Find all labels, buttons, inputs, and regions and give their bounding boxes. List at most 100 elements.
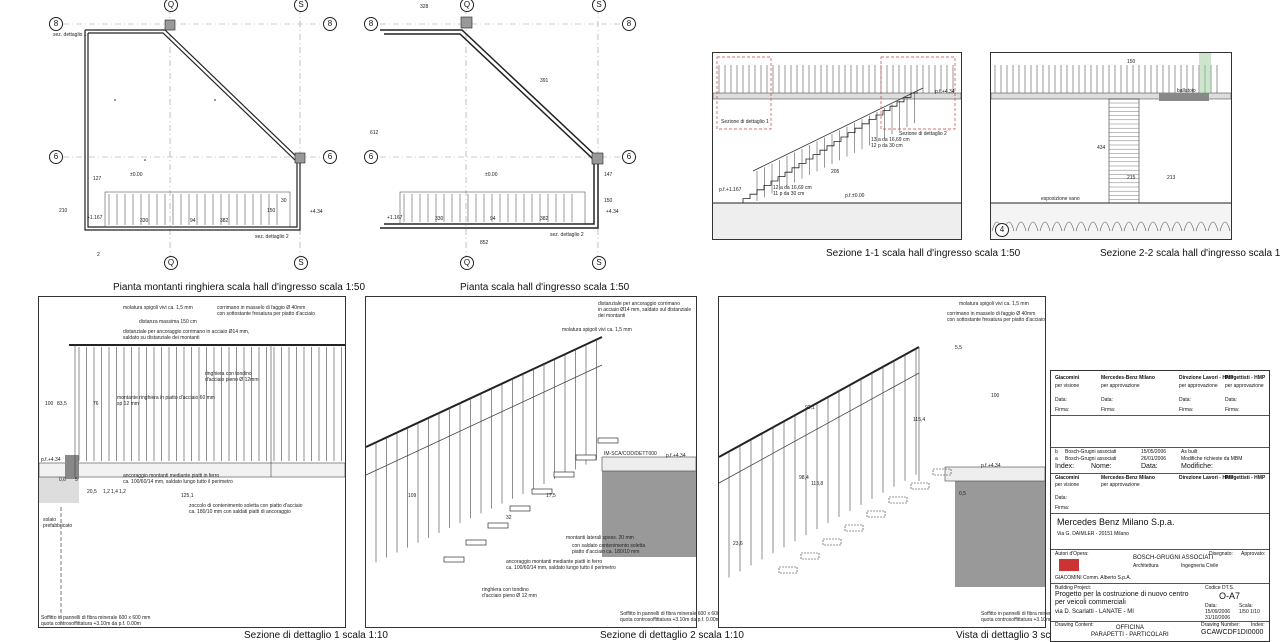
axis-q-bottom: Q bbox=[164, 256, 178, 270]
caption-detail-1: Sezione di dettaglio 1 scala 1:10 bbox=[244, 630, 388, 641]
tb-scale-lbl: Scala: bbox=[1239, 603, 1253, 609]
axis-q-top: Q bbox=[460, 0, 474, 12]
label-elev0: ±0.00 bbox=[130, 172, 143, 178]
dim-5-5: 5,5 bbox=[955, 345, 962, 351]
tb-number-lbl: Drawing Number: bbox=[1201, 622, 1240, 628]
tb-number: GCAWCDF1DI0000 bbox=[1201, 629, 1264, 636]
tb2-h-giacomini: Giacomini bbox=[1055, 475, 1080, 481]
dim-1-4: 1,4 bbox=[111, 489, 118, 495]
label-steps-4: 11 p da 30 cm bbox=[773, 191, 805, 197]
detail-view-3: molatura spigoli vivi ca. 1,5 mm corrima… bbox=[718, 296, 1090, 628]
axis-q-bottom: Q bbox=[460, 256, 474, 270]
detail-2-drawing bbox=[365, 336, 697, 563]
detail-section-2: distanziale per ancoraggio corrimano in … bbox=[365, 296, 729, 628]
axis-6-right: 6 bbox=[622, 150, 636, 164]
tb-per-approvazione-3: per approvazione bbox=[1225, 383, 1264, 389]
note-contenimento: con saldato contenimento soletta piatto … bbox=[572, 543, 646, 555]
stair-tread bbox=[910, 482, 930, 490]
tb-h-giacomini: Giacomini bbox=[1055, 375, 1080, 381]
label-esposizione: esposizione vano bbox=[1041, 196, 1080, 202]
tb-date1: 15/09/2006 bbox=[1205, 609, 1231, 615]
tb-firma-4: Firma: bbox=[1225, 407, 1240, 413]
tb-rev-b: b bbox=[1055, 449, 1058, 455]
label-elev0: ±0.00 bbox=[485, 172, 498, 178]
note-montante: montante ringhiera in piatto d'acciaio 6… bbox=[117, 395, 215, 407]
plan-b-drawing bbox=[380, 8, 640, 262]
facade-arch bbox=[1015, 221, 1027, 232]
dim-150: 150 bbox=[1127, 59, 1136, 65]
axis-8-right: 8 bbox=[323, 17, 337, 31]
label-elev-b: +4.34 bbox=[310, 209, 323, 215]
tb-rev-a: a bbox=[1055, 456, 1058, 462]
section-1-drawing bbox=[712, 56, 962, 239]
label-steps-1: 13 a da 16,69 cm bbox=[871, 137, 910, 143]
tb-h-mercedes: Mercedes-Benz Milano bbox=[1101, 375, 1155, 381]
tb2-data: Data: bbox=[1055, 495, 1067, 501]
tb-project-lbl: Building Project: bbox=[1055, 585, 1092, 591]
dim-434: 434 bbox=[1097, 145, 1106, 151]
dim-0-5: 0,5 bbox=[959, 491, 966, 497]
note-distanziale: distanziale per ancoraggio corrimano in … bbox=[598, 301, 692, 319]
title-block: Giacomini Mercedes-Benz Milano Direzione… bbox=[1050, 370, 1270, 642]
stair-tread bbox=[888, 496, 908, 504]
dim-94: 94 bbox=[490, 216, 496, 222]
tb2-per-visione: per visione bbox=[1055, 482, 1080, 488]
note-zoccolo: zoccolo di contenimento soletta con piat… bbox=[189, 503, 303, 515]
tb-h-progettisti: Progettisti - HMP bbox=[1225, 375, 1266, 381]
tb2-firma: Firma: bbox=[1055, 505, 1070, 511]
section-1-1: Sezione di dettaglio 1 Sezione di dettag… bbox=[712, 52, 962, 240]
tb-code-lbl: Codice DT.S. bbox=[1205, 585, 1235, 591]
dim-2: 2 bbox=[97, 252, 100, 258]
dim-210: 210 bbox=[59, 208, 68, 214]
tb-firma-2: Firma: bbox=[1101, 407, 1116, 413]
note-montanti: montanti laterali spess. 20 mm bbox=[566, 535, 634, 541]
tb-disegnato: Disegnato: bbox=[1209, 551, 1233, 557]
dim-98-4: 98,4 bbox=[799, 475, 809, 481]
label-steps-3: 12 a da 16,69 cm bbox=[773, 185, 812, 191]
caption-detail-3: Vista di dettaglio 3 scala 1:10 bbox=[956, 630, 1086, 641]
tb-index-lbl: Index: bbox=[1251, 622, 1265, 628]
tb-per-visione: per visione bbox=[1055, 383, 1080, 389]
note-molatura: molatura spigoli vivi ca. 1,5 mm bbox=[123, 305, 193, 311]
dim-213: 213 bbox=[1167, 175, 1176, 181]
stair-tread bbox=[465, 539, 487, 546]
facade-arch bbox=[1123, 221, 1135, 232]
dim-100: 100 bbox=[991, 393, 1000, 399]
tb2-h-progettisti: Progettisti - HMP bbox=[1225, 475, 1266, 481]
facade-arch bbox=[1183, 221, 1195, 232]
section-2-2: 150 434 ballatoio esposizione vano 215 2… bbox=[990, 52, 1232, 240]
dim-612: 612 bbox=[370, 130, 379, 136]
label-elev-a: +1.167 bbox=[87, 215, 103, 221]
dim-328: 328 bbox=[420, 4, 429, 10]
stair-tread bbox=[822, 538, 842, 546]
dim-150: 150 bbox=[604, 198, 613, 204]
label-sez-det2: Sezione di dettaglio 2 bbox=[899, 131, 947, 137]
stair-tread bbox=[487, 522, 509, 529]
dim-5: 5 bbox=[75, 477, 78, 483]
plan-view-stair: Q S 8 6 8 6 Q S 328 391 612 852 ±0.00 +1… bbox=[360, 0, 660, 293]
dim-150: 150 bbox=[267, 208, 276, 214]
note-ringhiera: ringhiera con tondino d'acciaio pieno Ø … bbox=[482, 587, 537, 599]
label-sez-det1: Sezione di dettaglio 1 bbox=[721, 119, 769, 125]
label-sez1: sez. dettaglio 1 bbox=[53, 32, 87, 38]
tb-data-1: Data: bbox=[1055, 397, 1067, 403]
facade-arch bbox=[1135, 221, 1147, 232]
axis-s-bottom: S bbox=[294, 256, 308, 270]
facade-arch bbox=[1171, 221, 1183, 232]
label-elev-a: +1.167 bbox=[387, 215, 403, 221]
caption-section-1: Sezione 1-1 scala hall d'ingresso scala … bbox=[826, 248, 1021, 259]
tb-col-data: Data: bbox=[1141, 463, 1158, 470]
note-ancoraggio: ancoraggio montanti mediante piatti in f… bbox=[123, 473, 233, 485]
label-elev-b: p.f.+4.34 bbox=[935, 89, 955, 95]
note-distanza: distanza massima 150 cm bbox=[139, 319, 197, 325]
plan-view-railing-posts: Q S 8 6 8 6 Q S sez. dettaglio 1 sez. de… bbox=[45, 0, 365, 293]
tb-data-2: Data: bbox=[1101, 397, 1113, 403]
caption-section-2: Sezione 2-2 scala hall d'ingresso scala … bbox=[1100, 248, 1280, 259]
tb-rev-b-date: 15/05/2006 bbox=[1141, 449, 1167, 455]
tb-per-approvazione-2: per approvazione bbox=[1179, 383, 1218, 389]
facade-arch bbox=[1087, 221, 1099, 232]
facade-arch bbox=[1159, 221, 1171, 232]
note-ringhiera: ringhiera con tondino d'acciaio pieno Ø … bbox=[205, 371, 259, 383]
note-corrimano: corrimano in masselo di faggio Ø 40mm co… bbox=[217, 305, 315, 317]
dim-0-6: 0,6 bbox=[59, 477, 66, 483]
